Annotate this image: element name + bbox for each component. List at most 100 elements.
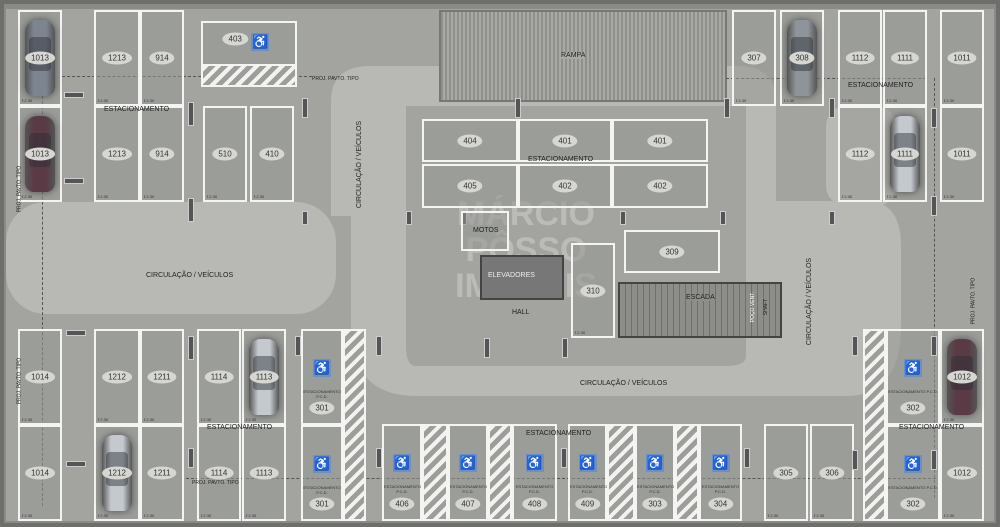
pillar <box>724 98 730 118</box>
dimension-text: ℓ 2.30 <box>22 98 33 103</box>
accessible-parking-space: ♿ ESTACIONAMENTO P.C.D. 407 <box>448 424 488 521</box>
hatched-aisle <box>343 329 366 521</box>
accessible-caption: ESTACIONAMENTO P.C.D. <box>888 389 938 394</box>
space-number: 310 <box>580 284 606 297</box>
pillar <box>829 98 835 118</box>
space-number: 403 <box>222 32 248 46</box>
dimension-text: ℓ 2.30 <box>98 194 109 199</box>
space-number: 404 <box>457 134 483 147</box>
space-number: 1011 <box>947 51 977 65</box>
dimension-text: ℓ 2.30 <box>254 194 265 199</box>
accessible-caption: ESTACIONAMENTO P.C.D. <box>450 484 488 494</box>
parking-space: 404 <box>422 119 518 162</box>
space-number: 304 <box>707 497 734 511</box>
space-number: 1213 <box>102 51 132 65</box>
pillar <box>852 336 858 356</box>
projection-line <box>42 76 43 506</box>
space-number: 1113 <box>249 370 279 384</box>
projection-label: PROJ. PAVTO. TIPO <box>312 76 359 82</box>
dimension-text: ℓ 2.30 <box>814 513 825 518</box>
space-number: 308 <box>789 51 815 65</box>
wheelchair-icon: ♿ <box>313 455 331 473</box>
hatched-aisle <box>863 329 886 521</box>
pillar <box>188 336 194 360</box>
parking-space: 402 <box>612 164 708 208</box>
pillar <box>829 211 835 225</box>
pillar <box>64 178 84 184</box>
dimension-text: ℓ 2.30 <box>944 417 955 422</box>
parking-label: ESTACIONAMENTO <box>207 424 273 431</box>
space-number: 305 <box>773 466 799 479</box>
accessible-parking-space: ♿ESTACIONAMENTO P.C.D.409 <box>568 424 607 521</box>
dimension-text: ℓ 2.30 <box>944 98 955 103</box>
projection-label: PROJ. PAVTO. TIPO <box>16 357 23 405</box>
wheelchair-icon: ♿ <box>459 454 477 472</box>
space-number: 1012 <box>947 466 977 480</box>
space-number: 301 <box>309 497 335 511</box>
pillar <box>484 338 490 358</box>
pillar <box>562 338 568 358</box>
pillar <box>188 102 194 126</box>
space-number: 302 <box>900 401 926 415</box>
pillar <box>620 211 626 225</box>
projection-label: PROJ. PAVTO. TIPO <box>970 277 977 325</box>
space-number: 303 <box>642 497 668 511</box>
space-number: 1014 <box>25 466 55 480</box>
hall-label: HALL <box>512 309 530 316</box>
dimension-text: ℓ 2.30 <box>144 98 155 103</box>
space-number: 1213 <box>102 147 132 161</box>
accessible-parking-space: ♿ESTACIONAMENTO P.C.D.303 <box>635 424 675 521</box>
accessible-parking-space: ♿ESTACIONAMENTO P.C.D.406 <box>382 424 422 521</box>
space-number: 1111 <box>890 147 920 161</box>
space-number: 406 <box>389 497 415 511</box>
parking-space: 309 <box>624 230 720 273</box>
space-number: 914 <box>149 147 175 161</box>
space-number: 1013 <box>25 147 55 161</box>
space-number: 1112 <box>845 51 875 65</box>
space-number: 1114 <box>204 466 234 480</box>
space-number: 1211 <box>147 466 177 480</box>
parking-space: 1213 ℓ 2.30 <box>94 10 140 106</box>
hatched-aisle <box>675 424 699 521</box>
dimension-text: ℓ 2.30 <box>98 98 109 103</box>
ramp: RAMPA <box>439 10 727 102</box>
hatched-aisle <box>488 424 512 521</box>
pillar <box>931 336 937 356</box>
space-number: 1011 <box>947 147 977 161</box>
pillar <box>931 108 937 128</box>
dimension-text: ℓ 2.30 <box>22 417 33 422</box>
space-number: 402 <box>647 179 673 193</box>
motos-label: MOTOS <box>473 227 499 234</box>
pillar <box>720 211 726 225</box>
vent-label: POÇO VENT. <box>750 291 757 323</box>
accessible-parking-space: ♿403 <box>201 21 297 66</box>
pillar <box>376 336 382 356</box>
pillar <box>852 450 858 470</box>
space-number: 407 <box>455 497 481 511</box>
accessible-caption: ESTACIONAMENTO P.C.D. <box>701 484 740 494</box>
parking-space: 401 <box>518 119 612 162</box>
accessible-parking-space: ♿ESTACIONAMENTO P.C.D.301 <box>301 329 343 425</box>
accessible-caption: ESTACIONAMENTO P.C.D. <box>384 484 422 494</box>
space-number: 302 <box>900 497 926 511</box>
space-number: 1111 <box>890 51 920 65</box>
space-number: 307 <box>741 51 767 65</box>
space-number: 409 <box>574 497 601 511</box>
wheelchair-icon: ♿ <box>578 454 597 472</box>
projection-line <box>726 78 926 79</box>
